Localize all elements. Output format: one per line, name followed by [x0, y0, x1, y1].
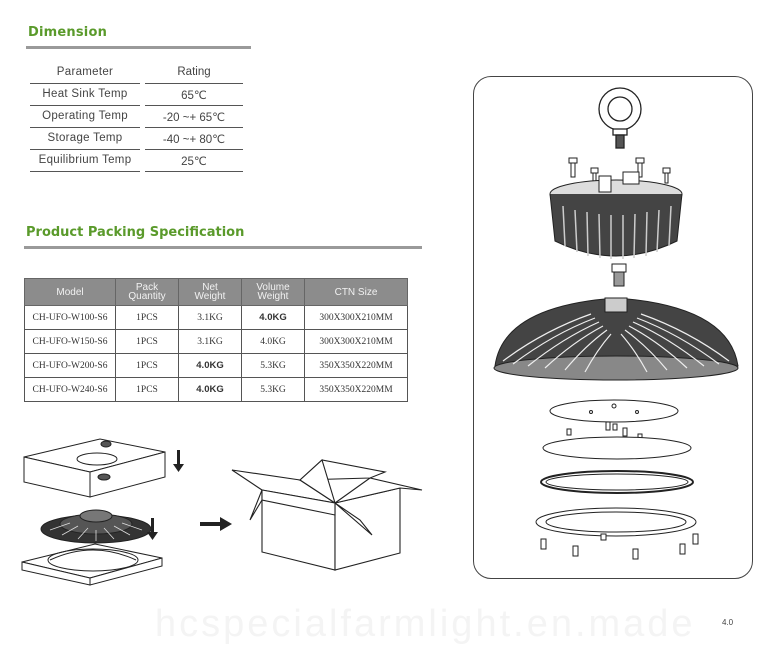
screw-icon [566, 421, 643, 441]
lens-drawing [542, 436, 692, 460]
watermark-text: hcspecialfarmlight.en.made [155, 603, 696, 645]
eye-bolt-icon [598, 87, 642, 149]
parameter-cell: Storage Temp [47, 132, 123, 144]
table-cell: 1PCS [115, 353, 179, 378]
screw-icon [568, 157, 671, 184]
table-cell: CH-UFO-W240-S6 [24, 377, 116, 402]
table-cell: 3.1KG [178, 329, 242, 354]
box-lid-drawing [23, 438, 166, 498]
heatsink-drawing [493, 297, 739, 381]
table-cell: 1PCS [115, 305, 179, 330]
parameter-cell: Equilibrium Temp [38, 154, 132, 166]
table-cell: 5.3KG [241, 353, 305, 378]
header-parameter: Parameter [56, 66, 114, 78]
table-cell: CH-UFO-W200-S6 [24, 353, 116, 378]
packing-rule [24, 246, 422, 249]
dimension-row: Heat Sink Temp 65℃ [30, 84, 245, 106]
packing-title: Product Packing Specification [26, 225, 245, 240]
box-tray-drawing [21, 543, 163, 586]
cover-ring-drawing [535, 507, 697, 537]
dimension-row: Equilibrium Temp 25℃ [30, 150, 245, 172]
open-box-drawing [231, 459, 423, 571]
table-cell: 4.0KG [178, 353, 242, 378]
exploded-view-frame [473, 76, 753, 579]
arrow-down-icon [173, 450, 184, 472]
parameter-cell: Heat Sink Temp [42, 88, 128, 100]
table-cell: 4.0KG [241, 305, 305, 330]
header-model: Model [24, 278, 116, 306]
mounting-plate-drawing [549, 399, 679, 423]
table-cell: 3.1KG [178, 305, 242, 330]
packing-illustration [21, 438, 423, 586]
table-cell: CH-UFO-W100-S6 [24, 305, 116, 330]
rating-cell: -40 ~+ 80℃ [162, 134, 226, 146]
table-cell: 1PCS [115, 377, 179, 402]
gasket-ring-drawing [540, 470, 694, 494]
table-cell: CH-UFO-W150-S6 [24, 329, 116, 354]
rating-cell: -20 ~+ 65℃ [162, 112, 226, 124]
driver-housing-drawing [549, 171, 683, 259]
screw-icon [540, 533, 699, 560]
arrow-down-icon [147, 518, 158, 540]
connector-drawing [611, 263, 627, 287]
rating-cell: 65℃ [181, 90, 207, 102]
dimension-title: Dimension [28, 25, 108, 40]
header-rating: Rating [177, 66, 211, 78]
dimension-row: Storage Temp -40 ~+ 80℃ [30, 128, 245, 150]
arrow-right-icon [200, 517, 232, 531]
rating-cell: 25℃ [181, 156, 207, 168]
table-cell: 300X300X210MM [304, 329, 408, 354]
dimension-header-row: Parameter Rating [30, 62, 245, 84]
header-ctn-size: CTN Size [304, 278, 408, 306]
table-cell: 300X300X210MM [304, 305, 408, 330]
table-cell: 350X350X220MM [304, 353, 408, 378]
table-cell: 4.0KG [241, 329, 305, 354]
exploded-view-drawing [493, 87, 739, 560]
table-cell: 350X350X220MM [304, 377, 408, 402]
dimension-row: Operating Temp -20 ~+ 65℃ [30, 106, 245, 128]
ufo-light-drawing [40, 509, 152, 544]
dimension-table: Parameter Rating Heat Sink Temp 65℃ Oper… [30, 62, 245, 172]
parameter-cell: Operating Temp [42, 110, 128, 122]
table-cell: 5.3KG [241, 377, 305, 402]
dimension-rule [26, 46, 251, 49]
table-cell: 1PCS [115, 329, 179, 354]
table-cell: 4.0KG [178, 377, 242, 402]
page-number: 4.0 [722, 618, 734, 627]
